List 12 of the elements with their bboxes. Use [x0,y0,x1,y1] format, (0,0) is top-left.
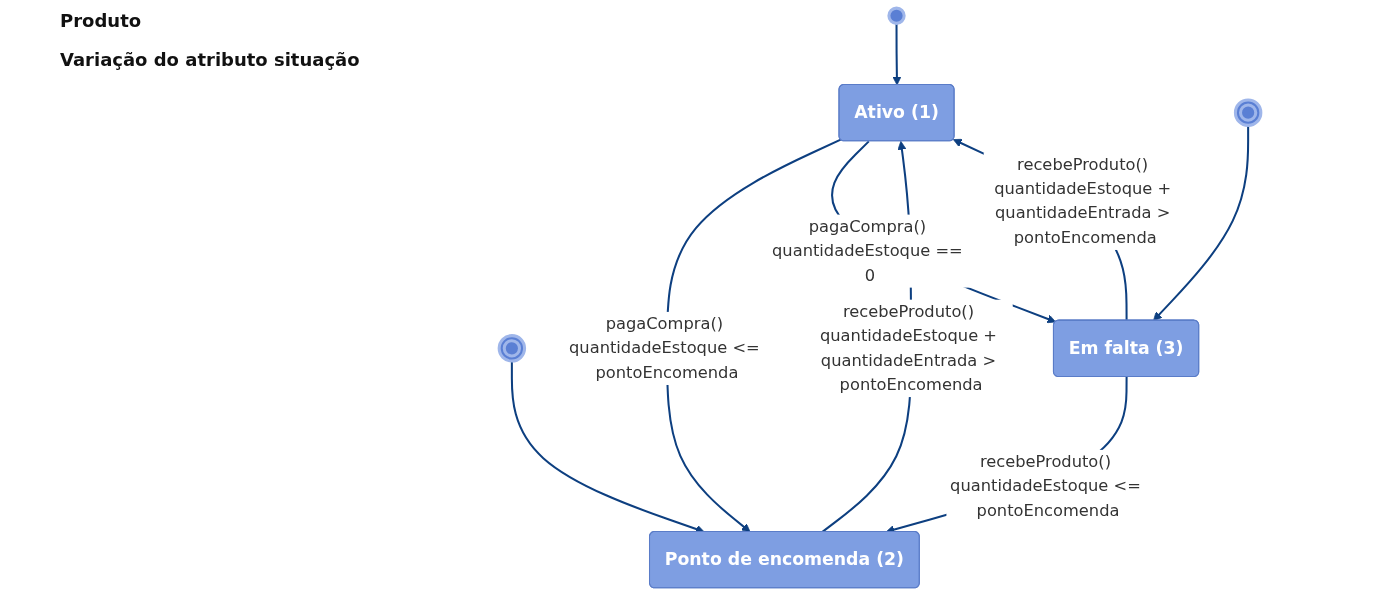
node-circle [1233,98,1263,127]
edge-label: pagaCompra() quantidadeEstoque <= pontoEncomenda [569,313,760,382]
edge-label: recebeProduto() quantidadeEstoque + quantidadeEntrada > pontoEncomenda [819,301,997,395]
edge-label: recebeProduto() quantidadeEstoque <= pontoEncomenda [950,451,1141,520]
node-circle [887,6,906,25]
diagram-title: Produto [60,10,143,31]
arrow [892,23,902,86]
edge-label: recebeProduto() quantidadeEstoque + quantidadeEntrada > pontoEncomenda [994,154,1172,247]
node-circle [497,334,527,363]
diagram-subtitle: Variação do atributo situação [60,49,360,70]
edge-label: pagaCompra() quantidadeEstoque == 0 [772,216,963,285]
arrow [1153,125,1250,322]
